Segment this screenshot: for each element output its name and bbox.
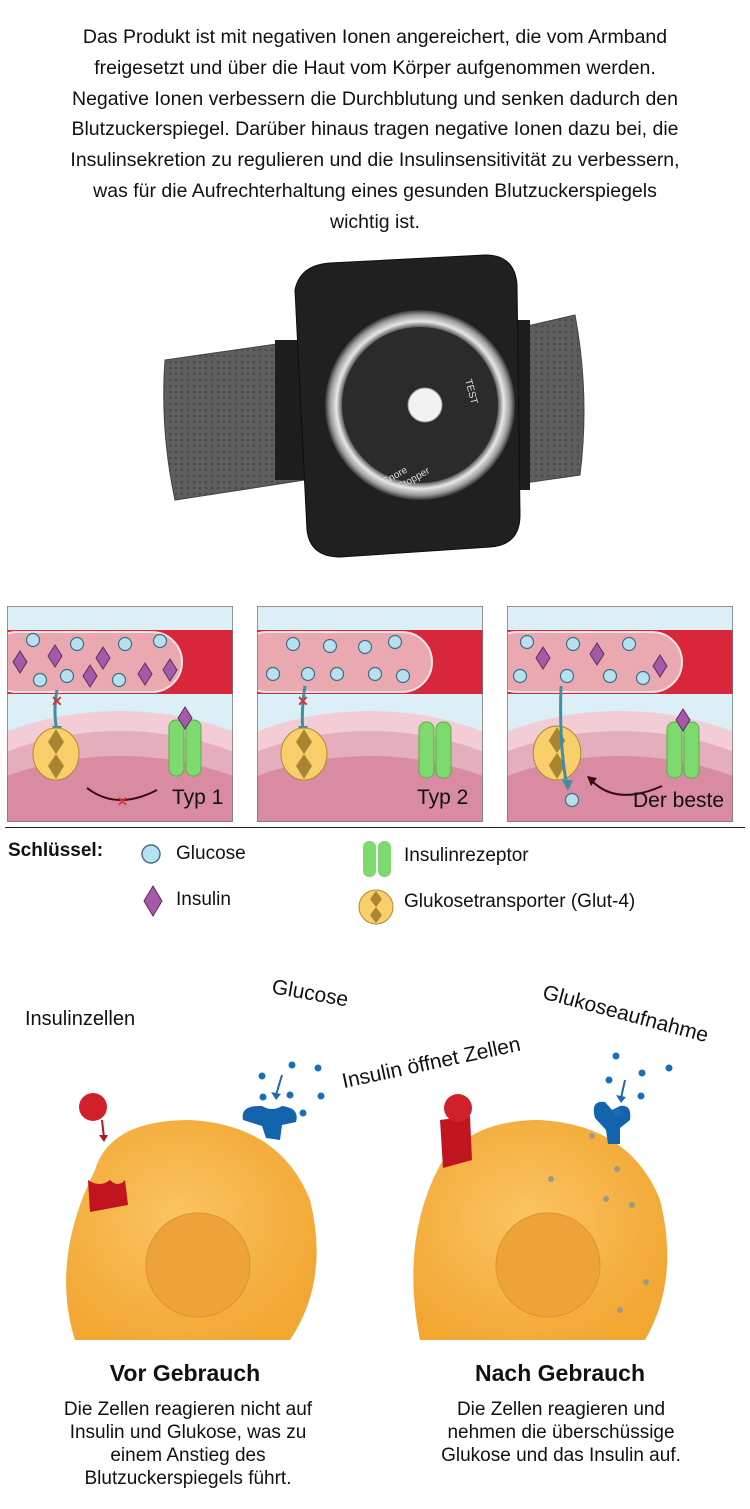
after-line: Glukose und das Insulin auf. (441, 1445, 681, 1466)
intro-line: freigesetzt und über die Haut vom Körper… (94, 56, 656, 79)
key-title: Schlüssel: (8, 840, 104, 861)
cell-before (66, 1061, 325, 1340)
intro-line: Insulinsekretion zu regulieren und die I… (70, 149, 680, 172)
glucose-transporter-icon (358, 889, 394, 925)
intro-line: was für die Aufrechterhaltung eines gesu… (93, 179, 657, 202)
test-button-icon (407, 387, 443, 423)
key-transporter-label: Glukosetransporter (Glut-4) (404, 891, 636, 912)
intro-line: wichtig ist. (330, 210, 420, 233)
intro-line: Das Produkt ist mit negativen Ionen ange… (82, 26, 668, 48)
glucose-icon (141, 844, 161, 864)
key-glucose-label: Glucose (176, 843, 246, 864)
glucose-transporter-blue-icon (242, 1105, 297, 1140)
svg-text:✕: ✕ (51, 693, 63, 709)
glucose-icon (25, 632, 41, 648)
intro-line: Blutzuckerspiegel. Darüber hinaus tragen… (71, 118, 679, 141)
insulin-receptor-red-icon (440, 1116, 472, 1168)
before-line: Blutzuckerspiegels führt. (84, 1468, 292, 1489)
insulin-receptor-red-icon (88, 1180, 128, 1212)
key-receptor-label: Insulinrezeptor (404, 845, 529, 866)
panel-label: Der beste (633, 789, 724, 812)
svg-text:✕: ✕ (117, 794, 128, 809)
label-glucose: Glucose (270, 975, 351, 1012)
label-insulin-cells: Insulinzellen (25, 1008, 136, 1030)
product-wristband-image: Snore Stopper TEST (163, 254, 585, 558)
diagram-panel-type1: ✕ ✕ Typ 1 (7, 606, 233, 822)
after-description: Die Zellen reagieren und nehmen die über… (391, 1398, 731, 1467)
insulin-molecule-icon (444, 1094, 472, 1122)
before-description: Die Zellen reagieren nicht auf Insulin u… (18, 1398, 358, 1490)
intro-line: Negative Ionen verbessern die Durchblutu… (72, 87, 678, 110)
insulin-molecule-icon (79, 1093, 107, 1121)
svg-text:✕: ✕ (297, 693, 309, 709)
panel-label: Typ 2 (417, 786, 468, 809)
before-line: Die Zellen reagieren nicht auf (63, 1399, 313, 1420)
after-title: Nach Gebrauch (475, 1360, 645, 1386)
key-insulin-label: Insulin (176, 889, 231, 910)
glucose-transporter-blue-icon (593, 1101, 631, 1144)
diagram-panel-best: Der beste (507, 606, 733, 822)
strap-left (163, 339, 306, 501)
glucose-transporter-icon (280, 727, 328, 781)
diagram-panel-type2: ✕ Typ 2 (257, 606, 483, 822)
insulin-icon (143, 885, 163, 917)
divider (5, 827, 745, 828)
before-title: Vor Gebrauch (109, 1360, 261, 1386)
before-line: einem Anstieg des (110, 1445, 266, 1466)
cell-after (413, 1052, 673, 1340)
intro-paragraph: Das Produkt ist mit negativen Ionen ange… (10, 22, 740, 238)
after-line: Die Zellen reagieren und (456, 1399, 666, 1420)
label-glucose-uptake: Glukoseaufnahme (540, 980, 711, 1048)
cell-illustration (66, 1052, 673, 1340)
glucose-transporter-open-icon (532, 725, 582, 781)
glucose-transporter-icon (32, 727, 80, 781)
panel-label: Typ 1 (172, 786, 223, 809)
insulin-receptor-icon (363, 841, 391, 877)
after-line: nehmen die überschüssige (447, 1422, 675, 1443)
before-line: Insulin und Glukose, was zu (69, 1422, 307, 1443)
